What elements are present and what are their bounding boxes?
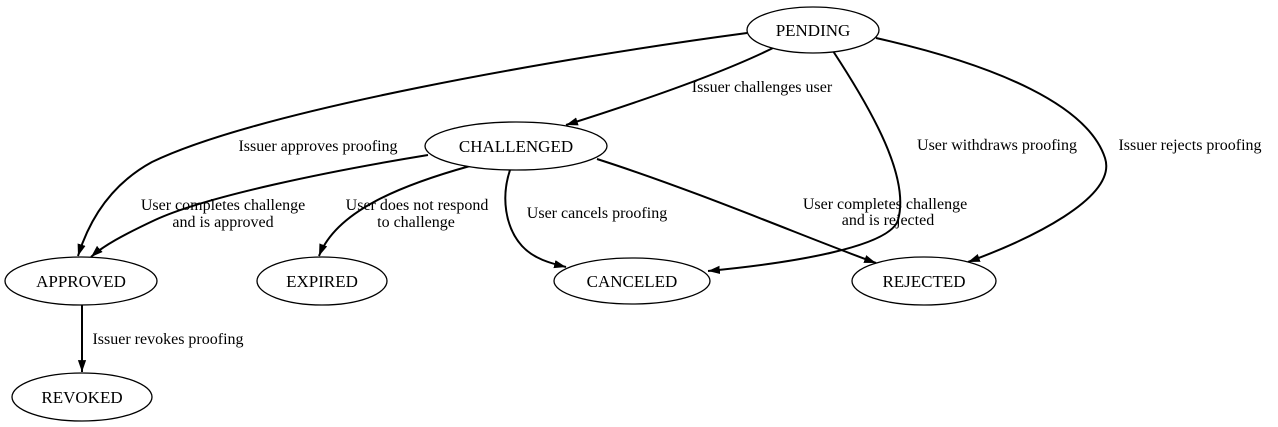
- state-canceled: CANCELED: [553, 257, 711, 305]
- edge-label-challenged-to-canceled: User cancels proofing: [527, 205, 667, 222]
- edge-label-challenged-to-expired-line2: to challenge: [377, 214, 455, 231]
- state-expired: EXPIRED: [256, 256, 388, 306]
- edge-label-challenged-to-approved-line1: User completes challenge: [141, 197, 305, 214]
- edge-challenged-to-canceled: User cancels proofing: [504, 169, 667, 269]
- state-rejected-label: REJECTED: [882, 272, 965, 291]
- edge-approved-to-revoked: Issuer revokes proofing: [77, 305, 244, 372]
- state-canceled-ellipse: [553, 257, 711, 305]
- edge-path-challenged-to-canceled: [504, 169, 567, 269]
- edge-path-challenged-to-expired: [318, 165, 471, 257]
- edge-path-pending-to-approved: [77, 32, 748, 257]
- edge-label-challenged-to-rejected-line2: and is rejected: [842, 212, 934, 229]
- state-approved-ellipse: [4, 256, 158, 306]
- edge-label-pending-to-rejected: Issuer rejects proofing: [1118, 137, 1261, 154]
- state-challenged-ellipse: [424, 121, 608, 171]
- state-challenged: CHALLENGED: [424, 121, 608, 171]
- state-revoked: REVOKED: [11, 372, 153, 422]
- edge-label-challenged-to-rejected-line1: User completes challenge: [803, 196, 967, 213]
- state-revoked-ellipse: [11, 372, 153, 422]
- state-expired-ellipse: [256, 256, 388, 306]
- edge-pending-to-rejected: Issuer rejects proofing: [875, 37, 1262, 263]
- edge-label-pending-to-challenged: Issuer challenges user: [692, 79, 833, 96]
- edge-challenged-to-expired: User does not respond to challenge: [318, 165, 489, 257]
- state-rejected-ellipse: [851, 256, 997, 306]
- state-pending-label: PENDING: [776, 21, 851, 40]
- state-expired-label: EXPIRED: [286, 272, 358, 291]
- edge-label-challenged-to-approved-line2: and is approved: [172, 214, 273, 231]
- edge-label-approved-to-revoked: Issuer revokes proofing: [92, 331, 243, 348]
- state-approved-label: APPROVED: [36, 272, 126, 291]
- state-challenged-label: CHALLENGED: [459, 137, 573, 156]
- state-approved: APPROVED: [4, 256, 158, 306]
- edge-pending-to-approved: Issuer approves proofing: [77, 32, 748, 257]
- edge-pending-to-canceled: User withdraws proofing: [707, 50, 1077, 274]
- state-rejected: REJECTED: [851, 256, 997, 306]
- state-canceled-label: CANCELED: [587, 272, 678, 291]
- state-pending-ellipse: [746, 6, 880, 54]
- edge-label-pending-to-canceled: User withdraws proofing: [917, 137, 1077, 154]
- edge-path-pending-to-rejected: [875, 37, 1108, 263]
- state-revoked-label: REVOKED: [41, 388, 122, 407]
- edge-challenged-to-rejected: User completes challenge and is rejected: [596, 158, 967, 264]
- edge-pending-to-challenged: Issuer challenges user: [565, 46, 833, 126]
- edge-path-pending-to-canceled: [707, 50, 902, 274]
- edge-challenged-to-approved: User completes challenge and is approved: [90, 154, 429, 258]
- edge-path-challenged-to-rejected: [596, 158, 877, 264]
- edge-label-pending-to-approved: Issuer approves proofing: [238, 138, 397, 155]
- edge-label-challenged-to-expired-line1: User does not respond: [346, 197, 489, 214]
- edge-path-pending-to-challenged: [565, 46, 776, 126]
- state-pending: PENDING: [746, 6, 880, 54]
- edge-path-challenged-to-approved: [90, 154, 429, 258]
